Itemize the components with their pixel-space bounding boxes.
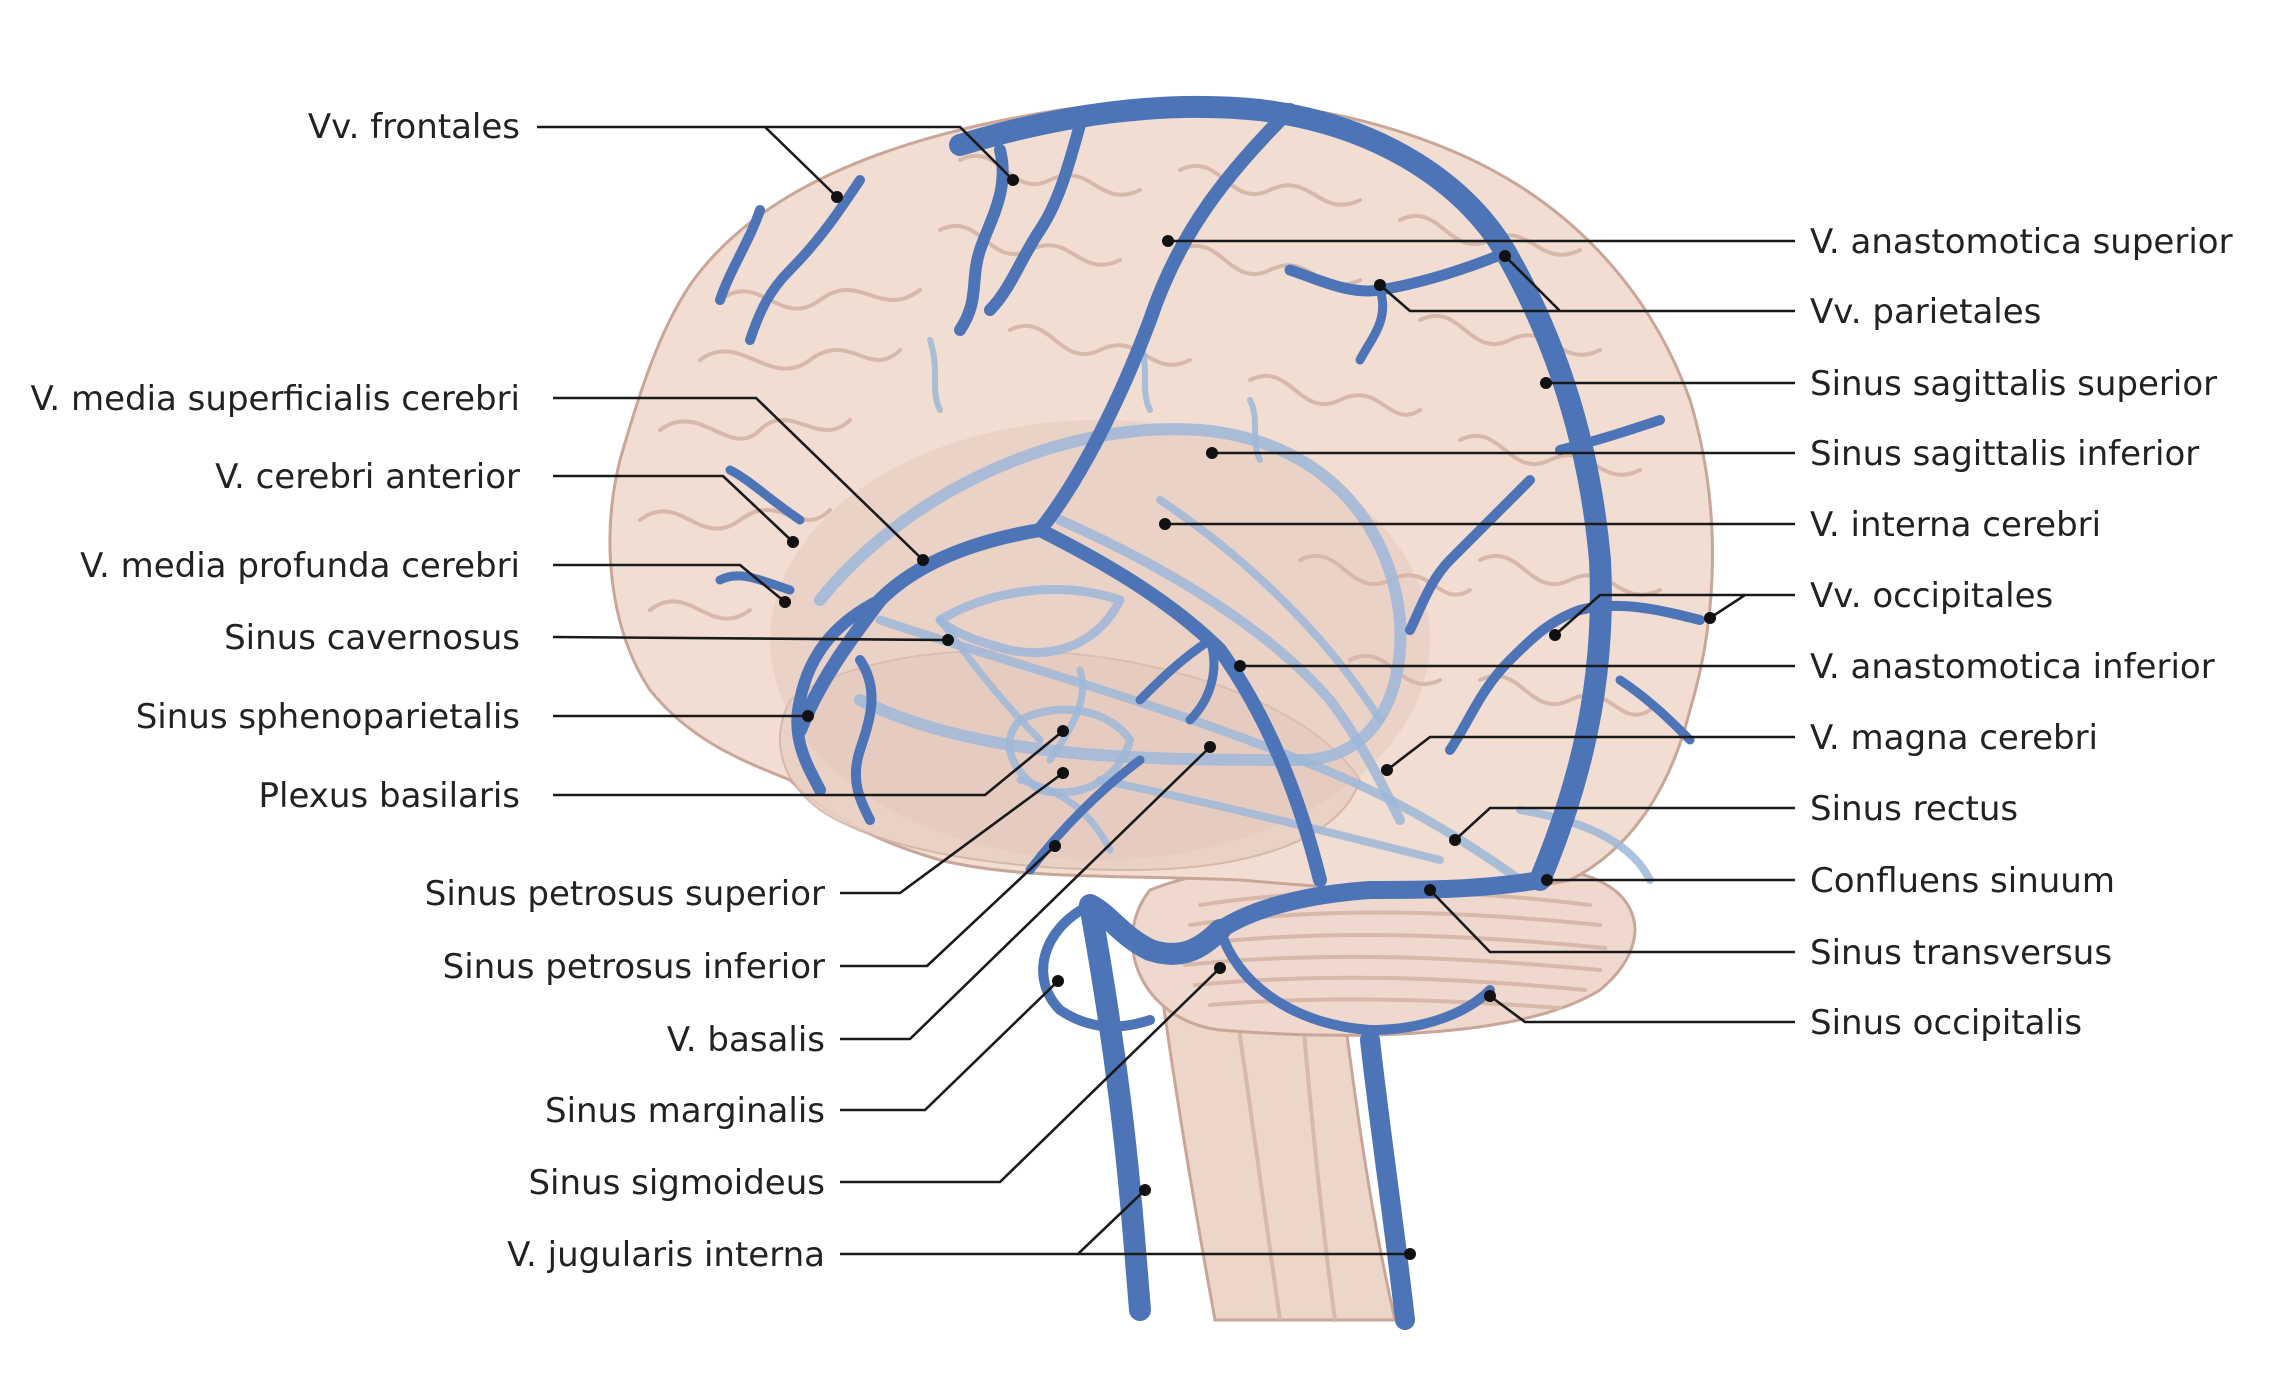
label-v-magna-cerebri: V. magna cerebri xyxy=(1810,718,2098,758)
label-sinus-sphenoparietalis: Sinus sphenoparietalis xyxy=(136,697,520,737)
label-sinus-transversus: Sinus transversus xyxy=(1810,933,2112,973)
label-sinus-sigmoideus: Sinus sigmoideus xyxy=(528,1163,825,1203)
label-sinus-occipitalis: Sinus occipitalis xyxy=(1810,1003,2082,1043)
labels-left: Vv. frontales V. media superficialis cer… xyxy=(30,107,825,1275)
label-v-cerebri-anterior: V. cerebri anterior xyxy=(215,457,520,497)
brain-illustration xyxy=(608,95,1714,1330)
label-sinus-sagittalis-inferior: Sinus sagittalis inferior xyxy=(1810,434,2199,474)
label-vv-frontales: Vv. frontales xyxy=(308,107,520,147)
superficial-veins xyxy=(715,95,1705,1330)
plexus-network xyxy=(935,585,1134,854)
label-confluens-sinuum: Confluens sinuum xyxy=(1810,861,2115,901)
anchor-dots xyxy=(779,174,1716,1260)
label-v-basalis: V. basalis xyxy=(667,1020,825,1060)
label-plexus-basilaris: Plexus basilaris xyxy=(259,776,520,816)
label-v-media-profunda-cerebri: V. media profunda cerebri xyxy=(80,546,520,586)
label-sinus-cavernosus: Sinus cavernosus xyxy=(224,618,520,658)
label-v-interna-cerebri: V. interna cerebri xyxy=(1810,505,2101,545)
label-vv-parietales: Vv. parietales xyxy=(1810,292,2041,332)
label-v-media-superficialis-cerebri: V. media superficialis cerebri xyxy=(30,379,520,419)
label-sinus-rectus: Sinus rectus xyxy=(1810,789,2018,829)
leader-lines xyxy=(537,125,1795,1256)
label-v-anastomotica-superior: V. anastomotica superior xyxy=(1810,222,2233,262)
label-v-anastomotica-inferior: V. anastomotica inferior xyxy=(1810,647,2215,687)
label-sinus-sagittalis-superior: Sinus sagittalis superior xyxy=(1810,364,2217,404)
label-sinus-petrosus-superior: Sinus petrosus superior xyxy=(425,874,825,914)
label-vv-occipitales: Vv. occipitales xyxy=(1810,576,2053,616)
label-sinus-petrosus-inferior: Sinus petrosus inferior xyxy=(443,947,825,987)
label-sinus-marginalis: Sinus marginalis xyxy=(545,1091,825,1131)
label-v-jugularis-interna: V. jugularis interna xyxy=(507,1235,825,1275)
labels-right: V. anastomotica superior Vv. parietales … xyxy=(1810,222,2233,1043)
cortical-gyri xyxy=(638,153,1662,717)
deep-veins xyxy=(814,337,1654,885)
